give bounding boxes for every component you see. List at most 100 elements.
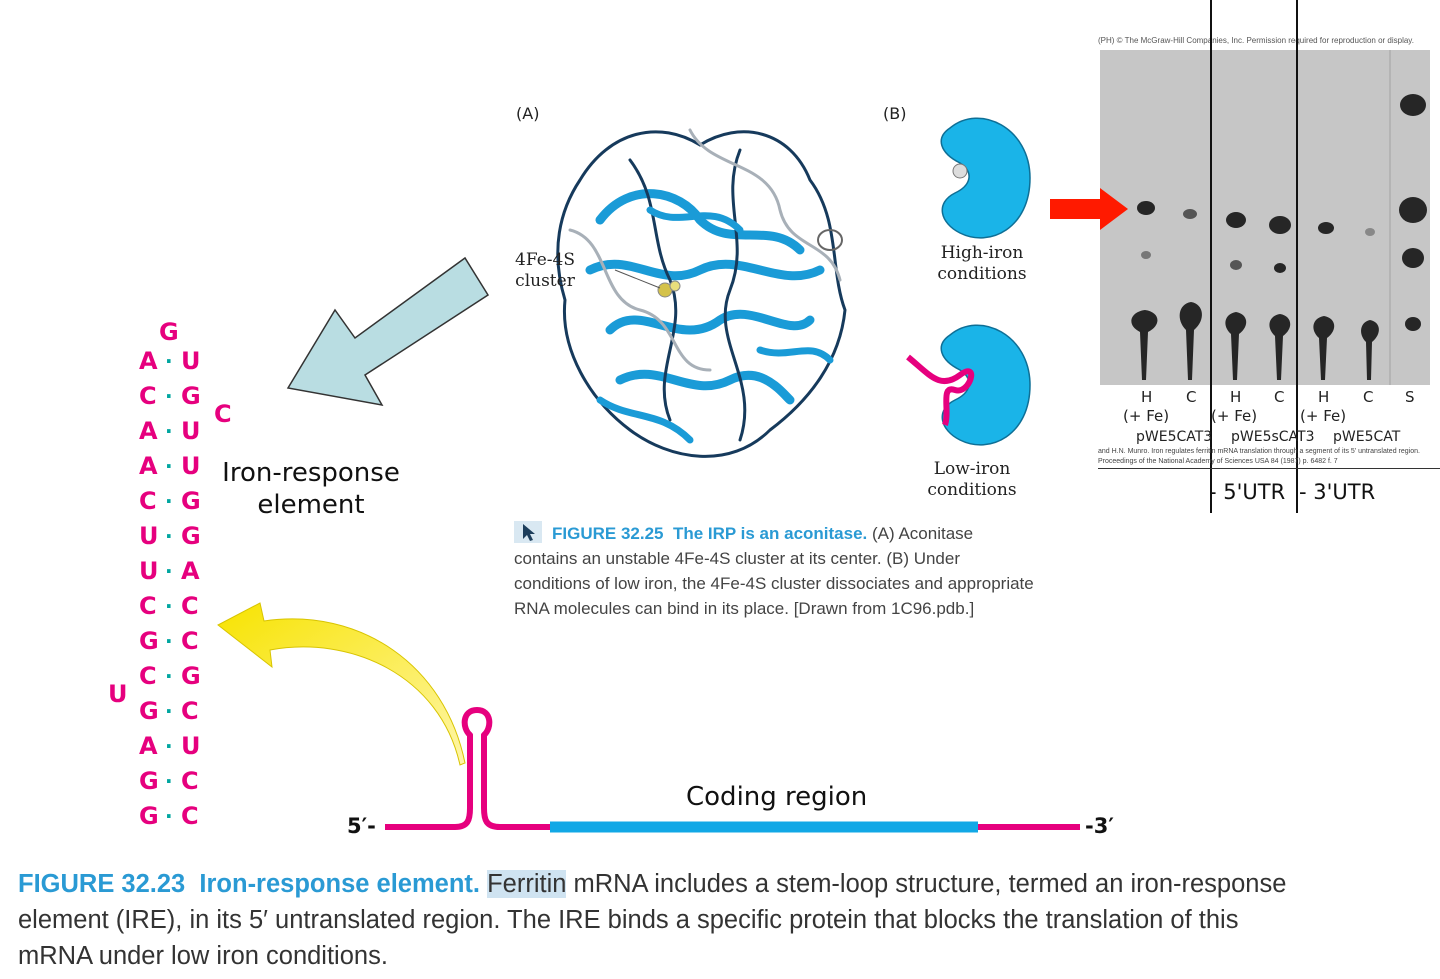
yellow-curved-arrow-icon xyxy=(217,602,466,766)
ire-bond: · xyxy=(165,769,173,793)
ire-base-right: G xyxy=(181,487,201,515)
ire-base-right: G xyxy=(181,662,201,690)
ire-base-right: C xyxy=(181,697,199,725)
figure-32-25-caption: FIGURE 32.25 The IRP is an aconitase. (A… xyxy=(514,521,1034,621)
figure-32-25-title: The IRP is an aconitase. xyxy=(672,524,868,543)
red-arrow-icon xyxy=(1050,188,1128,230)
ire-base-left: U xyxy=(139,522,159,550)
ire-base-pair: C · G xyxy=(135,381,215,415)
three-prime-label: -3′ xyxy=(1085,814,1114,838)
ire-bond: · xyxy=(165,699,173,723)
figure-32-25-number: FIGURE 32.25 xyxy=(552,524,664,543)
ire-base-pair: A · U xyxy=(135,451,215,485)
panel-b-label: (B) xyxy=(883,104,907,123)
ire-base-pair: C · G xyxy=(135,486,215,520)
ire-base-left: G xyxy=(139,697,159,725)
figure-32-25-body: (A) Aconitase contains an unstable 4Fe-4… xyxy=(514,524,1034,618)
ire-base-pair: A·U xyxy=(135,416,215,450)
ire-base-left: C xyxy=(139,592,157,620)
ire-bond: · xyxy=(165,524,173,548)
aconitase-structure-image xyxy=(556,128,847,458)
ire-base-pair: C · G xyxy=(135,661,215,695)
ire-base-pair: A · U xyxy=(135,731,215,765)
ire-base-right: C xyxy=(181,627,199,655)
utr-3-label: - 3'UTR xyxy=(1299,480,1376,504)
coding-region-label: Coding region xyxy=(686,782,868,812)
ire-base-left: G xyxy=(139,767,159,795)
figure-32-23-title: Iron-response element. xyxy=(199,870,480,898)
construct-label-3: pWE5CAT xyxy=(1333,429,1401,445)
mrna-diagram xyxy=(385,707,1080,833)
utr-5-label: - 5'UTR xyxy=(1209,480,1286,504)
construct-label-2: pWE5sCAT3 xyxy=(1231,429,1315,445)
ire-base-left: A xyxy=(139,732,158,760)
ire-label: Iron-response element xyxy=(222,458,400,520)
high-iron-label: High-iron conditions xyxy=(937,243,1027,284)
ire-base-left: G xyxy=(139,627,159,655)
ire-base-right: G xyxy=(181,382,201,410)
ire-bond: · xyxy=(165,454,173,478)
irp-high-iron-icon xyxy=(940,117,1031,239)
ire-base-left: A xyxy=(139,452,158,480)
figure-32-23-number: FIGURE 32.23 xyxy=(18,870,186,898)
ire-base-right: C xyxy=(181,592,199,620)
ire-base-left: A xyxy=(139,417,158,445)
ire-bond: · xyxy=(165,384,173,408)
cluster-label: 4Fe-4S cluster xyxy=(515,250,575,291)
ire-base-right: U xyxy=(181,347,201,375)
ire-bond: · xyxy=(165,734,173,758)
ire-base-right: C xyxy=(181,767,199,795)
gel-copyright: (PH) © The McGraw-Hill Companies, Inc. P… xyxy=(1098,36,1414,45)
panel-a-label: (A) xyxy=(516,104,540,123)
ire-bond: · xyxy=(165,349,173,373)
gel-lane-label: S xyxy=(1405,388,1415,406)
ire-base-right: U xyxy=(181,732,201,760)
ire-bond: · xyxy=(165,664,173,688)
cursor-icon xyxy=(514,521,542,543)
low-iron-label: Low-iron conditions xyxy=(927,459,1017,500)
gel-divider-2 xyxy=(1296,0,1298,513)
gel-lane-label: C xyxy=(1186,388,1197,406)
ire-base-pair: G· C xyxy=(135,696,215,730)
ire-base-left: G xyxy=(139,802,159,830)
fe-label-2: (+ Fe) xyxy=(1211,407,1258,425)
ire-base-pair: G· C xyxy=(135,626,215,660)
ire-base-right: C xyxy=(181,802,199,830)
ire-base-pair: A · U xyxy=(135,346,215,380)
ire-base-pair: C · C xyxy=(135,591,215,625)
irp-low-iron-rna-icon xyxy=(906,324,1031,446)
gel-ref-underline xyxy=(1098,468,1440,469)
ire-base-pair: U· A xyxy=(135,556,215,590)
ire-base-left: A xyxy=(139,347,158,375)
five-prime-label: 5′- xyxy=(347,814,376,838)
gel-lane-label: C xyxy=(1274,388,1285,406)
ire-bond: · xyxy=(165,629,173,653)
ire-loop-base: G xyxy=(159,318,179,346)
ire-base-right: A xyxy=(181,557,200,585)
ire-base-left: C xyxy=(139,662,157,690)
construct-label-1: pWE5CAT3 xyxy=(1136,429,1213,445)
ire-base-pair: G· C xyxy=(135,766,215,800)
gel-image xyxy=(1100,50,1430,385)
ire-base-pair: U·G xyxy=(135,521,215,555)
ire-base-right: U xyxy=(181,452,201,480)
gel-divider-1 xyxy=(1210,0,1212,513)
fe-label-1: (+ Fe) xyxy=(1123,407,1170,425)
ire-base-pair: G·C xyxy=(135,801,215,835)
gel-lane-label: C xyxy=(1363,388,1374,406)
ire-base-left: C xyxy=(139,382,157,410)
ire-bond: · xyxy=(165,489,173,513)
ire-base-left: C xyxy=(139,487,157,515)
ire-base-left: U xyxy=(139,557,159,585)
arrow-to-ire-icon xyxy=(286,256,490,407)
gel-lane-label: H xyxy=(1318,388,1330,406)
figure-32-23-caption: FIGURE 32.23 Iron-response element. Ferr… xyxy=(18,866,1298,974)
highlighted-word[interactable]: Ferritin xyxy=(487,870,567,898)
ire-bond: · xyxy=(165,559,173,583)
gel-lane-label: H xyxy=(1230,388,1242,406)
fe-label-3: (+ Fe) xyxy=(1300,407,1347,425)
ire-bond: · xyxy=(165,594,173,618)
ire-bulge-right: C xyxy=(214,400,232,428)
gel-reference: and H.N. Munro. Iron regulates ferritin … xyxy=(1098,448,1420,465)
